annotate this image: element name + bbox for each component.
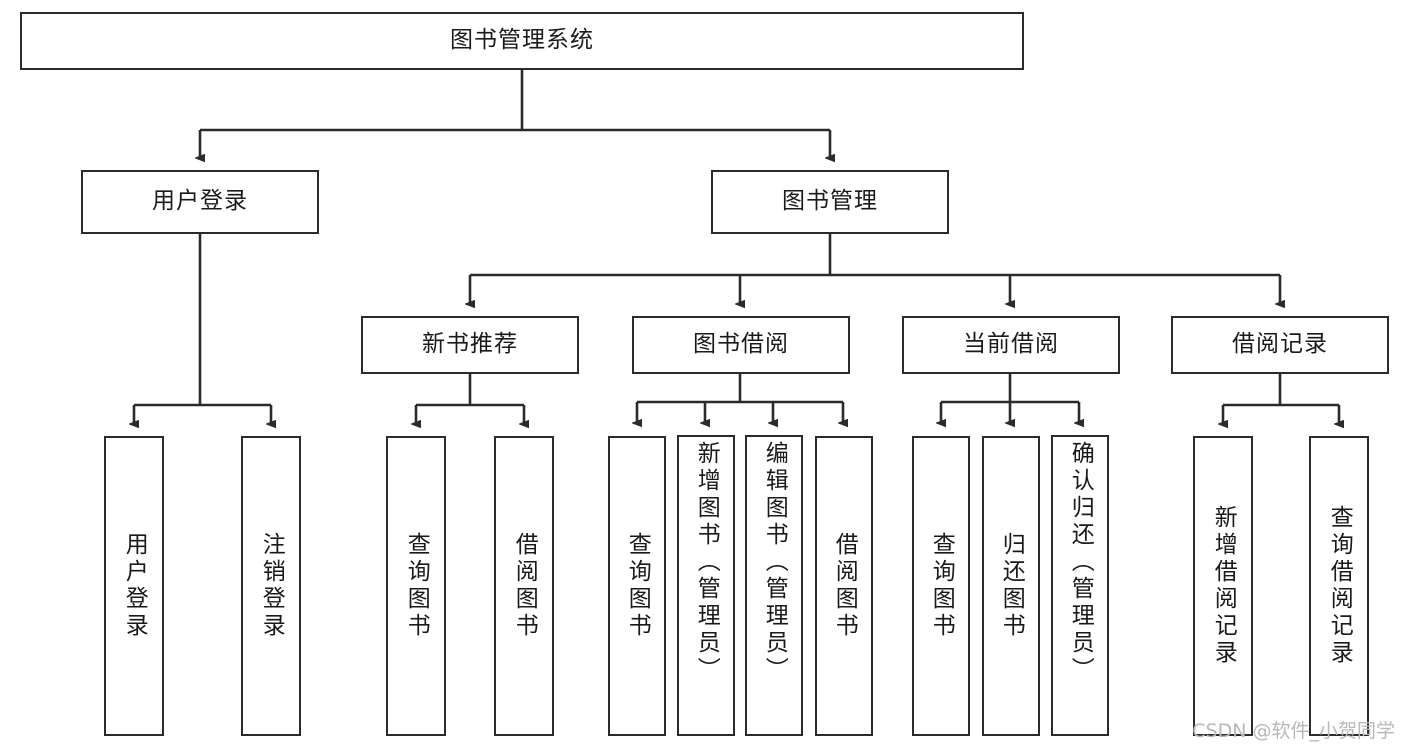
node-leaf-edit-book-label: 编辑图书（管理员） — [761, 441, 788, 684]
node-leaf-query-record-label: 查询借阅记录 — [1326, 505, 1353, 667]
node-book-borrow[interactable]: 图书借阅 — [632, 316, 850, 374]
node-leaf-add-record-label: 新增借阅记录 — [1210, 505, 1237, 667]
node-leaf-borrow-book-1[interactable]: 借阅图书 — [494, 436, 554, 736]
node-leaf-user-login[interactable]: 用户登录 — [104, 436, 164, 736]
node-leaf-query-record[interactable]: 查询借阅记录 — [1309, 436, 1369, 736]
node-leaf-add-record[interactable]: 新增借阅记录 — [1193, 436, 1253, 736]
node-new-book-rec-label: 新书推荐 — [422, 331, 518, 358]
node-leaf-query-book-3-label: 查询图书 — [928, 532, 955, 640]
node-root-label: 图书管理系统 — [450, 27, 594, 54]
node-leaf-borrow-book-2-label: 借阅图书 — [831, 532, 858, 640]
node-borrow-record-label: 借阅记录 — [1232, 331, 1328, 358]
node-book-borrow-label: 图书借阅 — [693, 331, 789, 358]
node-leaf-logout[interactable]: 注销登录 — [241, 436, 301, 736]
node-leaf-logout-label: 注销登录 — [258, 532, 285, 640]
node-leaf-borrow-book-1-label: 借阅图书 — [511, 532, 538, 640]
watermark-text: CSDN @软件_小贺同学 — [1192, 720, 1395, 742]
node-root[interactable]: 图书管理系统 — [20, 12, 1024, 70]
node-leaf-return-book-label: 归还图书 — [998, 532, 1025, 640]
node-current-borrow-label: 当前借阅 — [963, 331, 1059, 358]
node-leaf-confirm-return-label: 确认归还（管理员） — [1067, 441, 1094, 684]
node-book-manage[interactable]: 图书管理 — [711, 170, 949, 234]
node-leaf-confirm-return[interactable]: 确认归还（管理员） — [1051, 435, 1109, 736]
node-current-borrow[interactable]: 当前借阅 — [902, 316, 1120, 374]
node-leaf-query-book-1-label: 查询图书 — [403, 532, 430, 640]
node-book-manage-label: 图书管理 — [782, 188, 878, 215]
node-leaf-return-book[interactable]: 归还图书 — [982, 436, 1040, 736]
node-borrow-record[interactable]: 借阅记录 — [1171, 316, 1389, 374]
node-user-login[interactable]: 用户登录 — [81, 170, 319, 234]
node-leaf-query-book-1[interactable]: 查询图书 — [386, 436, 446, 736]
node-leaf-query-book-3[interactable]: 查询图书 — [912, 436, 970, 736]
node-leaf-user-login-label: 用户登录 — [121, 532, 148, 640]
node-leaf-edit-book[interactable]: 编辑图书（管理员） — [745, 435, 803, 736]
node-user-login-label: 用户登录 — [152, 188, 248, 215]
node-leaf-borrow-book-2[interactable]: 借阅图书 — [815, 436, 873, 736]
node-leaf-query-book-2-label: 查询图书 — [624, 532, 651, 640]
node-new-book-rec[interactable]: 新书推荐 — [361, 316, 579, 374]
node-leaf-add-book[interactable]: 新增图书（管理员） — [677, 435, 735, 736]
node-leaf-add-book-label: 新增图书（管理员） — [693, 441, 720, 684]
node-leaf-query-book-2[interactable]: 查询图书 — [608, 436, 666, 736]
